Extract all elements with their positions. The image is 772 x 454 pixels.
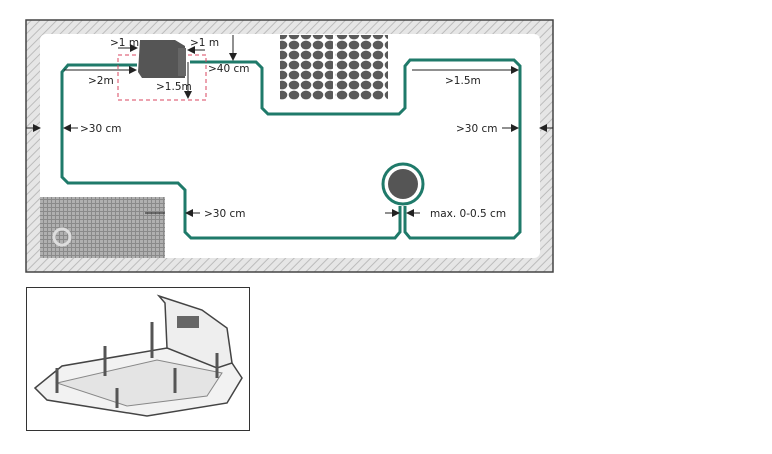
label-station-left: >1 m: [110, 37, 139, 49]
tree-wire-loop: [381, 162, 425, 206]
boundary-wire: [60, 58, 522, 240]
charging-plate-drawing: [33, 294, 243, 417]
charging-station-illustration: [26, 287, 250, 431]
label-station-front: >2m: [88, 75, 114, 87]
paved-area: [40, 197, 165, 258]
label-station-to-edge: >40 cm: [208, 63, 250, 75]
label-passage: >1.5m: [445, 75, 481, 87]
tree-obstacle: [388, 169, 418, 199]
installation-plan-diagram: >1 m >1 m >2m >1.5m >40 cm >30 cm >1.5m …: [25, 19, 554, 273]
label-tree-gap: max. 0-0.5 cm: [430, 208, 506, 220]
charging-station: [138, 40, 185, 78]
label-station-depth: >1.5m: [156, 81, 192, 93]
label-obstacle: >30 cm: [204, 208, 246, 220]
label-station-right: >1 m: [190, 37, 219, 49]
label-right-edge: >30 cm: [456, 123, 498, 135]
label-left-edge: >30 cm: [80, 123, 122, 135]
lifebuoy-icon: [52, 227, 72, 247]
